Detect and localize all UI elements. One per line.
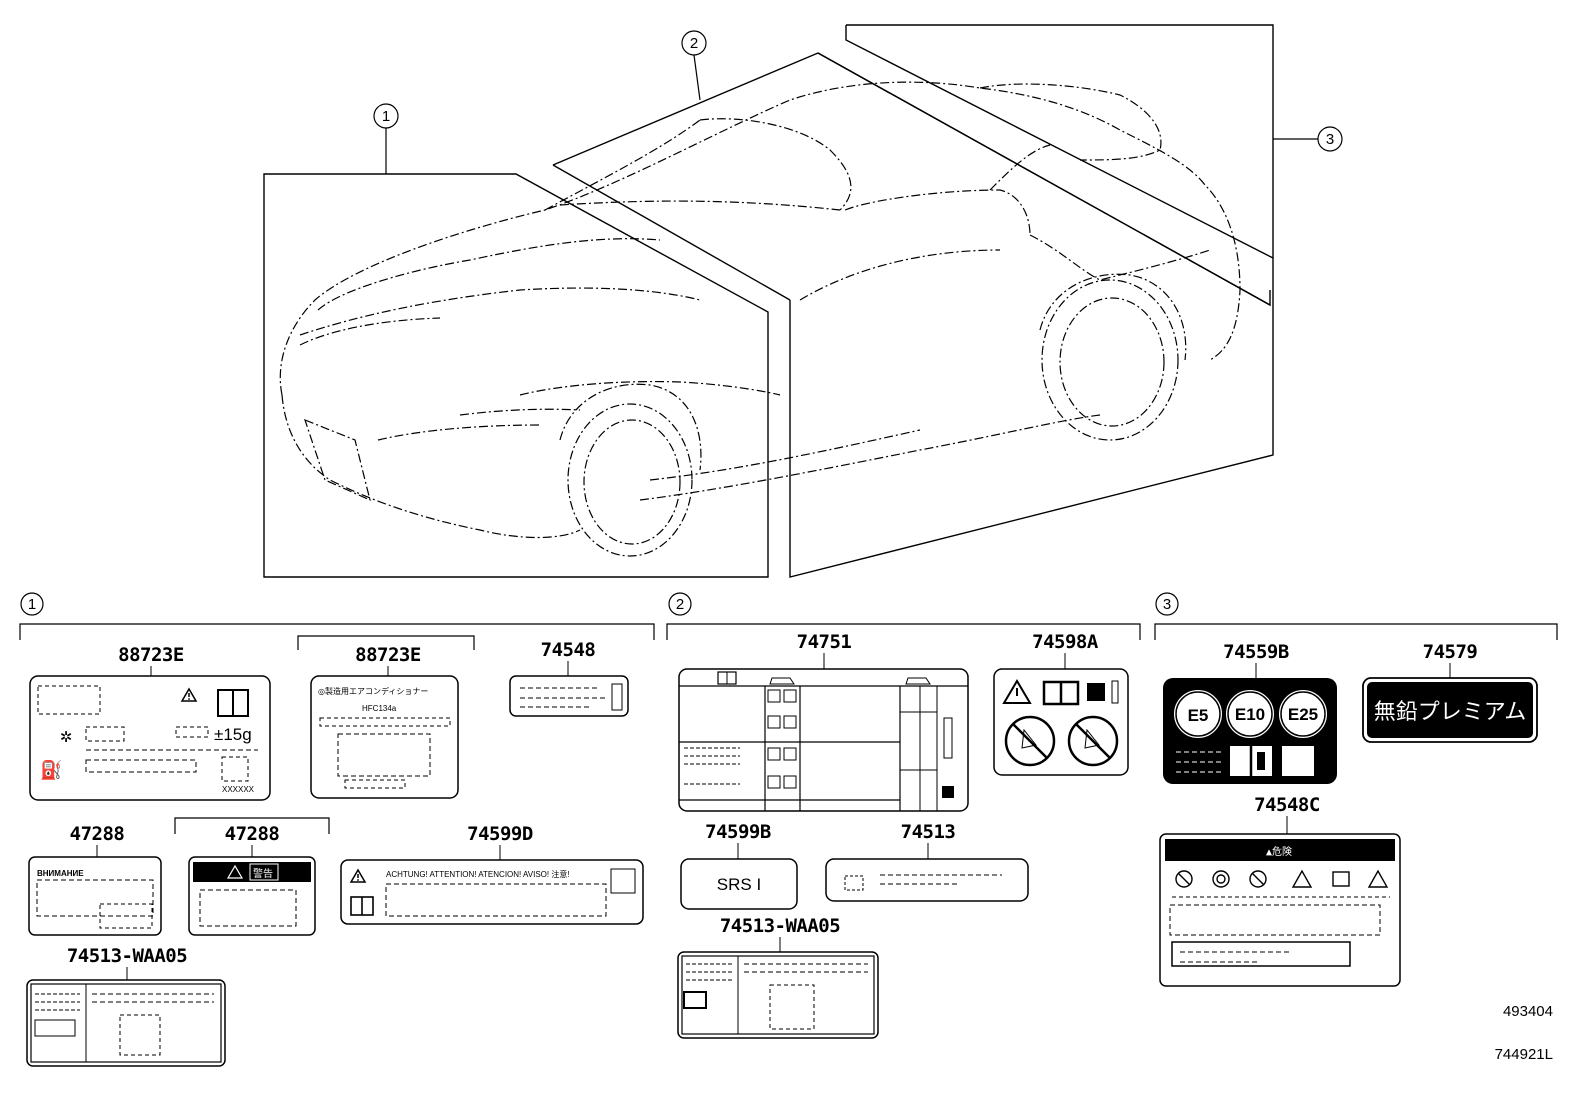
car-illustration [279,81,1241,557]
svg-text:88723E: 88723E [118,644,184,666]
label-74599B[interactable]: 74599B SRS I [680,821,798,910]
label-74513-WAA05-b[interactable]: 74513-WAA05 [677,915,879,1039]
group-2: 2 [666,592,1141,640]
callout-2-top[interactable]: 2 [681,30,707,101]
label-47288-a[interactable]: 47288 ВНИМАНИЕ [28,823,162,936]
svg-text:E25: E25 [1288,705,1318,724]
svg-text:HFC134a: HFC134a [362,704,397,713]
manual-book-icon [350,896,374,916]
svg-text:±15g: ±15g [214,725,252,744]
svg-text:E5: E5 [1188,706,1209,725]
svg-text:74579: 74579 [1423,641,1478,663]
svg-text:47288: 47288 [225,823,280,845]
svg-text:▲危険: ▲危険 [1266,846,1292,858]
car-silhouette-icon [905,677,931,685]
svg-text:74751: 74751 [797,631,852,653]
label-74599D[interactable]: 74599D ACHTUNG! ATTENTION! ATENCION! AVI… [340,823,644,925]
svg-text:88723E: 88723E [355,644,421,666]
label-47288-b[interactable]: 47288 警告 [174,817,330,936]
label-74513[interactable]: 74513 [825,821,1029,902]
svg-text:無鉛プレミアム: 無鉛プレミアム [1374,700,1526,725]
warning-triangle-icon [181,688,197,702]
callout-planes [263,24,1274,578]
group-1-callout: 1 [28,596,36,613]
svg-text:ВНИМАНИЕ: ВНИМАНИЕ [37,869,84,878]
svg-text:74598A: 74598A [1032,631,1099,653]
svg-text:ACHTUNG! ATTENTION! ATENCION: ACHTUNG! ATTENTION! ATENCION! AVISO! 注意! [386,869,570,879]
svg-text:E10: E10 [1235,705,1265,724]
svg-text:74599B: 74599B [705,821,771,843]
manual-book-icon [717,671,737,685]
group-3-callout: 3 [1163,596,1171,613]
svg-text:47288: 47288 [70,823,125,845]
oil-can-icon: ⛽ [40,759,62,781]
info-book-icon [1042,680,1080,706]
car-silhouette-icon [769,677,795,685]
svg-text:1: 1 [382,108,390,125]
svg-text:警告: 警告 [253,867,273,880]
label-74579[interactable]: 74579 無鉛プレミアム [1362,641,1538,743]
svg-text:74599D: 74599D [467,823,533,845]
svg-text:74513-WAA05: 74513-WAA05 [720,915,840,937]
svg-text:SRS I: SRS I [717,875,761,894]
svg-text:◎製造用エアコンディショナー: ◎製造用エアコンディショナー [318,686,428,696]
label-74598A[interactable]: 74598A [993,631,1129,776]
svg-text:XXXXXX: XXXXXX [222,785,255,794]
group-2-callout: 2 [676,596,684,613]
figure-ref-number: 744921L [1495,1046,1553,1063]
svg-text:74513-WAA05: 74513-WAA05 [67,945,187,967]
label-88723E-a[interactable]: 88723E ✲ ±15g ⛽ XXXXXX [29,644,271,801]
svg-text:3: 3 [1326,131,1334,148]
label-88723E-b[interactable]: 88723E ◎製造用エアコンディショナー HFC134a [297,635,475,799]
svg-text:74513: 74513 [901,821,956,843]
svg-text:2: 2 [690,35,698,52]
svg-text:74548: 74548 [541,639,596,661]
label-74513-WAA05-a[interactable]: 74513-WAA05 [26,945,226,1067]
fan-icon: ✲ [60,723,72,747]
no-child-seat-icon [1067,715,1119,767]
svg-text:74559B: 74559B [1223,641,1289,663]
no-child-seat-icon [1004,715,1056,767]
label-74548C[interactable]: 74548C ▲危険 [1159,794,1401,987]
label-74751[interactable]: 74751 [678,631,969,812]
label-74548[interactable]: 74548 [509,639,629,717]
manual-book-icon [217,689,249,717]
callout-1-top[interactable]: 1 [373,103,399,174]
group-1: 1 [19,592,655,640]
info-book-icon [1230,746,1272,776]
svg-text:74548C: 74548C [1254,794,1320,816]
label-74559B[interactable]: 74559B E5 E10 E25 [1163,641,1337,784]
group-3: 3 [1154,592,1558,640]
illustration-ref-number: 493404 [1503,1003,1553,1020]
callout-3-top[interactable]: 3 [1273,126,1343,152]
